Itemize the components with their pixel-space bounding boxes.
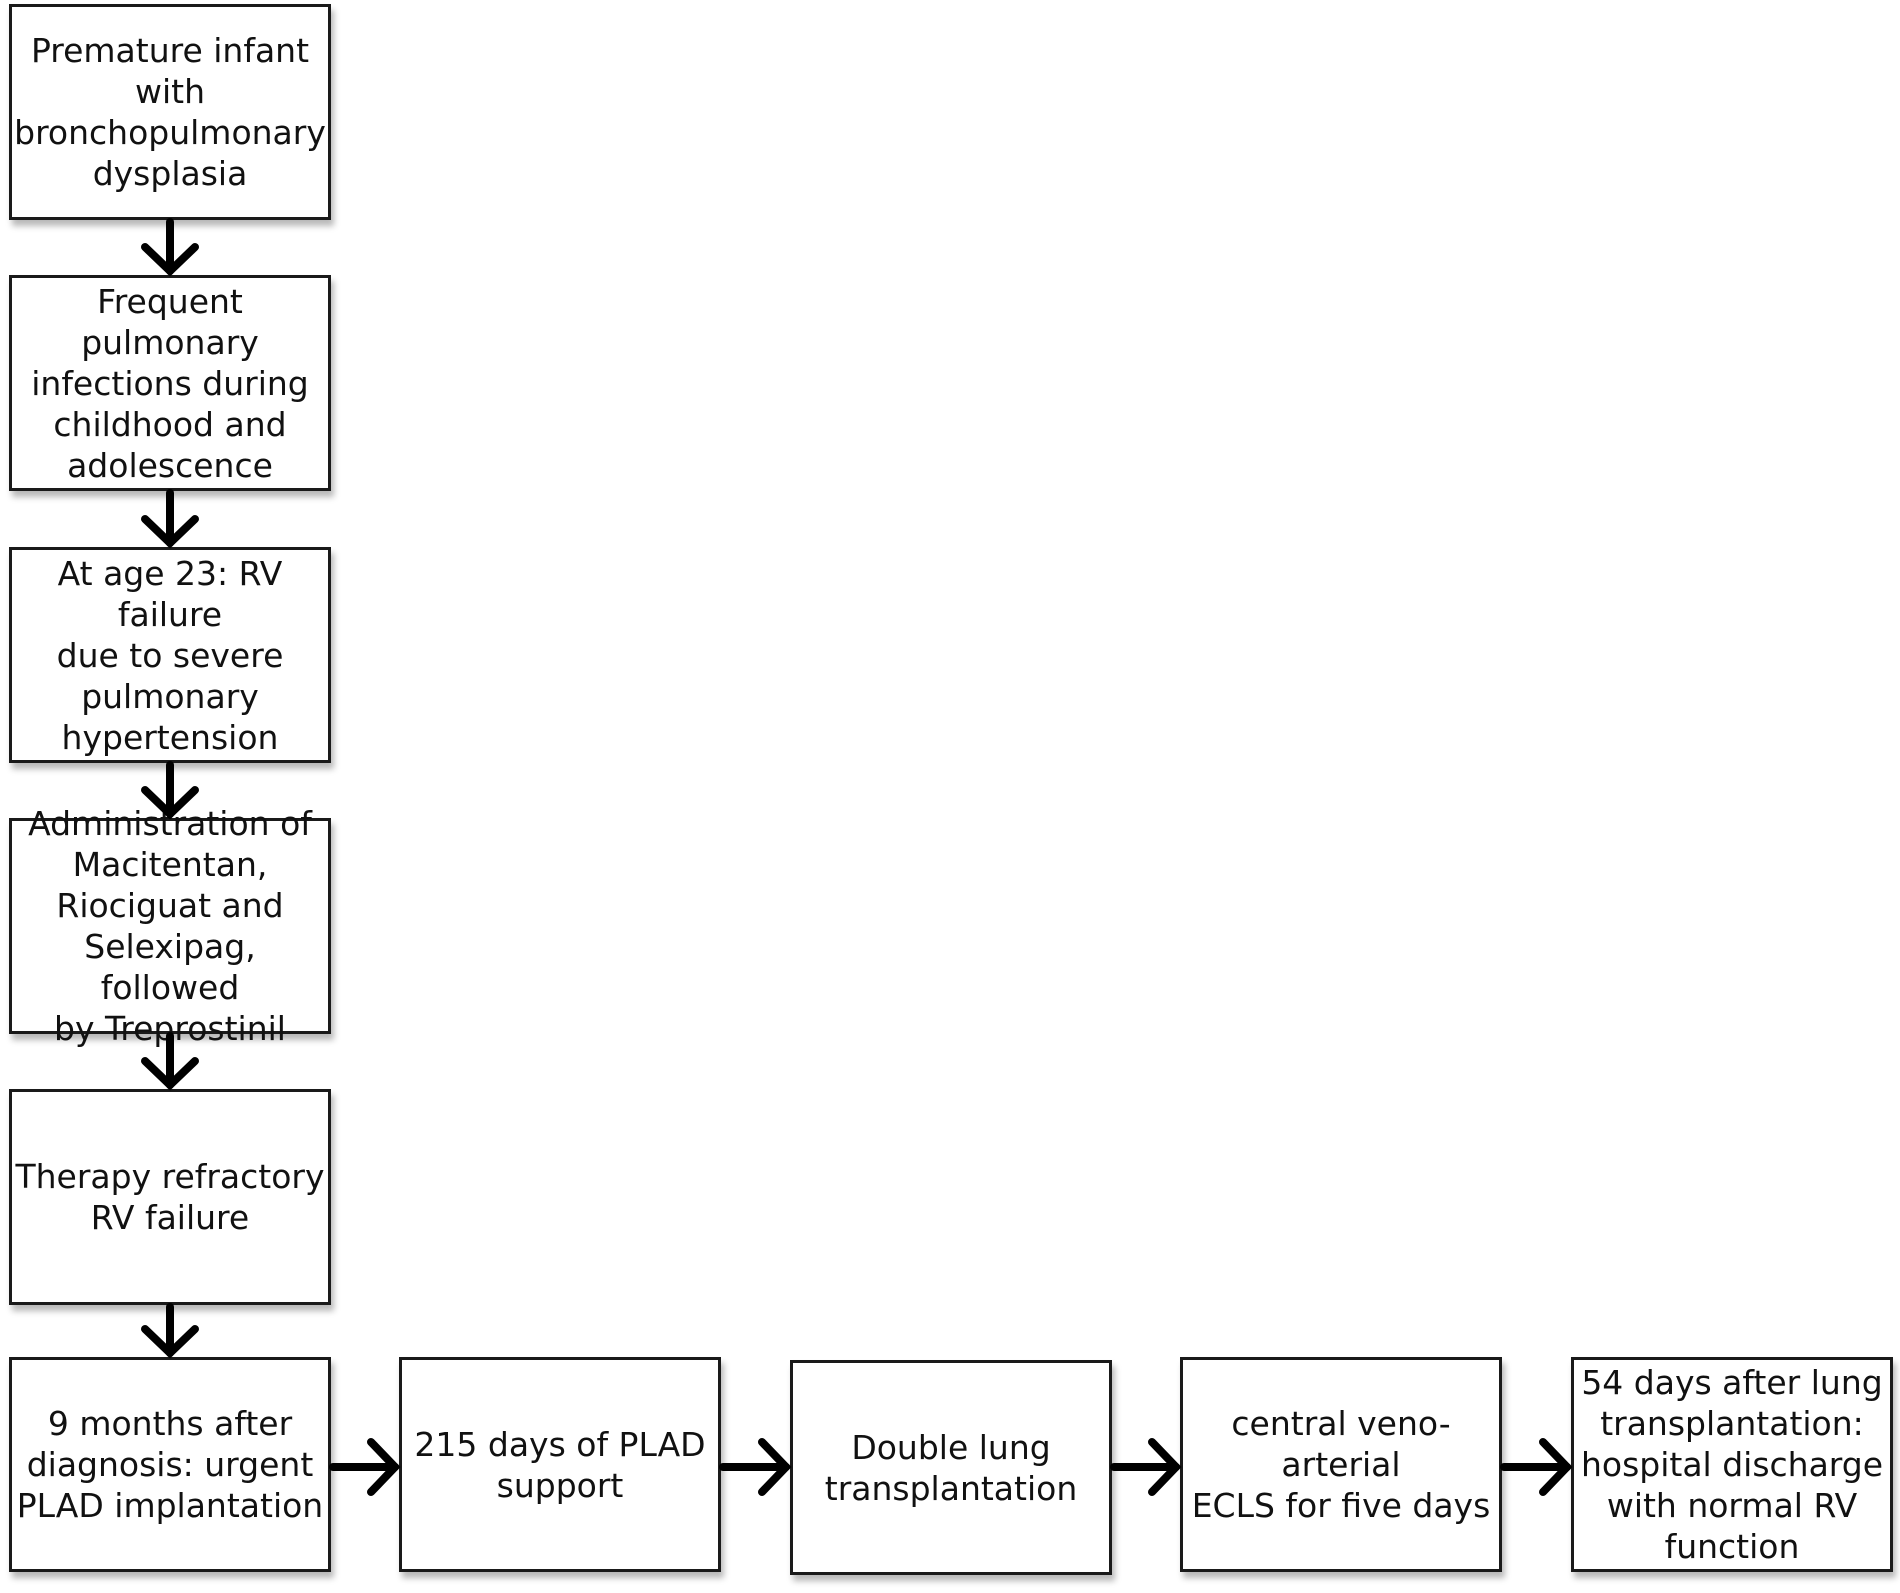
step-premature-infant: Premature infant with bronchopulmonary d… (9, 4, 331, 220)
arrow-down-icon (141, 1032, 199, 1091)
arrow-down-icon (141, 761, 199, 820)
step-label: Therapy refractory RV failure (15, 1157, 325, 1237)
step-rv-failure-age-23: At age 23: RV failure due to severe pulm… (9, 547, 331, 763)
step-label: Frequent pulmonary infections during chi… (31, 281, 309, 485)
arrow-right-icon (1110, 1438, 1182, 1496)
step-hospital-discharge: 54 days after lung transplantation: hosp… (1571, 1357, 1893, 1572)
step-label: 215 days of PLAD support (414, 1424, 706, 1505)
step-label: 9 months after diagnosis: urgent PLAD im… (16, 1404, 324, 1525)
step-label: central veno-arterial ECLS for five days (1191, 1404, 1491, 1525)
step-plad-implantation: 9 months after diagnosis: urgent PLAD im… (9, 1357, 331, 1572)
step-label: Premature infant with bronchopulmonary d… (14, 31, 326, 193)
step-ecls: central veno-arterial ECLS for five days (1180, 1357, 1502, 1572)
step-label: Double lung transplantation (824, 1427, 1078, 1508)
arrow-right-icon (719, 1438, 792, 1496)
arrow-down-icon (141, 1303, 199, 1359)
step-label: Administration of Macitentan, Riociguat … (28, 804, 312, 1048)
step-double-lung-transplantation: Double lung transplantation (790, 1360, 1112, 1575)
arrow-right-icon (1500, 1438, 1573, 1496)
step-pulmonary-infections: Frequent pulmonary infections during chi… (9, 275, 331, 491)
step-plad-support: 215 days of PLAD support (399, 1357, 721, 1572)
arrow-down-icon (141, 218, 199, 277)
arrow-right-icon (329, 1438, 401, 1496)
step-drug-administration: Administration of Macitentan, Riociguat … (9, 804, 331, 1048)
step-label: 54 days after lung transplantation: hosp… (1580, 1363, 1884, 1566)
step-label: At age 23: RV failure due to severe pulm… (56, 553, 284, 757)
arrow-down-icon (141, 489, 199, 549)
step-therapy-refractory: Therapy refractory RV failure (9, 1089, 331, 1305)
